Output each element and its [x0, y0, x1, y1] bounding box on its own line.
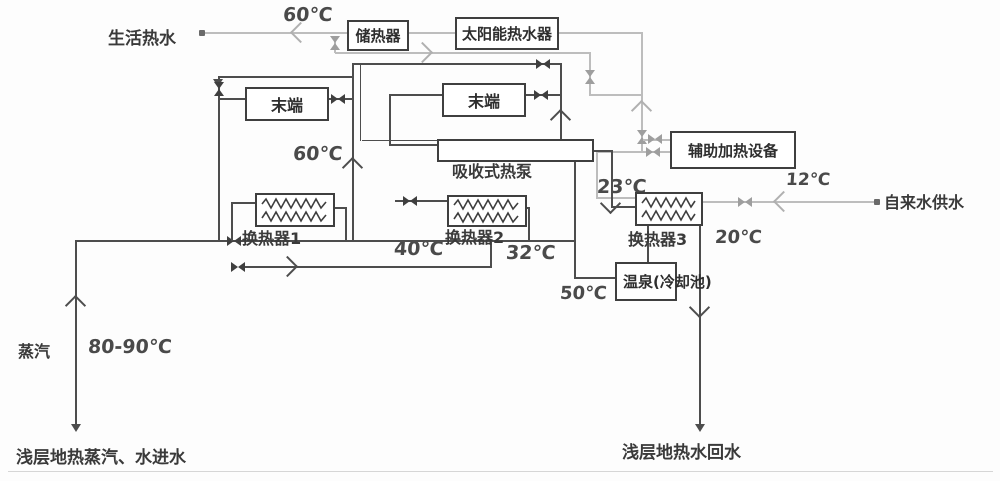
- pipe-hx1-right-link: [331, 207, 347, 209]
- pipe-terminal2-in: [389, 94, 442, 96]
- spring-label: 温泉(冷却池): [623, 273, 712, 291]
- hx1-label: 换热器1: [242, 229, 302, 248]
- storage-tank-label: 储热器: [355, 27, 401, 45]
- pipe-hx2-drop: [528, 207, 530, 241]
- pipe-geo-return: [699, 222, 701, 430]
- terminal2-box: 末端: [442, 83, 526, 117]
- valve-terminal1-out: [331, 94, 345, 104]
- hx2-coil-icon: [453, 198, 519, 224]
- steam-label: 蒸汽: [18, 342, 51, 361]
- pipe-terminal1-top: [218, 76, 354, 78]
- valve-lower-branch: [231, 262, 245, 272]
- temp-12: 12℃: [785, 170, 831, 190]
- valve-storage: [330, 36, 340, 50]
- spring-box: 温泉(冷却池): [615, 262, 712, 301]
- absorption-heat-pump-label: 吸收式热泵: [452, 162, 533, 181]
- aux-heater-box: 辅助加热设备: [670, 131, 796, 169]
- hx2-box: [447, 195, 527, 227]
- pipe-lower-branch: [240, 266, 492, 268]
- storage-tank-box: 储热器: [347, 20, 409, 51]
- valve-aux-upper: [648, 134, 662, 144]
- flow-arrow-up-solar: [630, 99, 653, 122]
- pipe-pump-feed-b: [362, 140, 437, 141]
- hx3-label: 换热器3: [628, 230, 688, 249]
- terminal1-box: 末端: [245, 87, 329, 121]
- pipe-hx3-to-spring: [647, 222, 649, 262]
- hx3-box: [635, 192, 703, 226]
- flow-arrow-up-right-riser: [549, 108, 572, 131]
- pipe-riser-twin: [360, 63, 361, 141]
- solar-heater-box: 太阳能热水器: [455, 17, 559, 50]
- hx1-box: [255, 193, 335, 227]
- flow-tip-down-return: [695, 424, 705, 432]
- pipe-end-tick-tap: [874, 199, 880, 205]
- pipe-geo-supply: [75, 240, 77, 430]
- hx1-coil-icon: [261, 197, 327, 223]
- pipe-hx1-right-drop: [345, 207, 347, 241]
- valve-hx2-in: [403, 196, 417, 206]
- pipe-to-spring: [574, 277, 617, 279]
- pipe-hx3-in: [611, 206, 635, 208]
- absorption-heat-pump-box: [437, 139, 594, 162]
- pipe-solar-out: [555, 32, 641, 34]
- pipe-aux-feed: [596, 151, 670, 153]
- pipe-hx1-left-drop: [231, 202, 233, 241]
- temp-80-90: 80-90℃: [87, 336, 173, 358]
- pipe-storage-loop: [335, 52, 590, 54]
- baseline: [8, 471, 993, 472]
- flow-arrow-right-branch: [276, 255, 299, 278]
- pipe-hx3-left-drop: [611, 150, 613, 207]
- pipe-aux-down: [596, 151, 598, 199]
- pipe-domestic-supply: [203, 32, 347, 34]
- tap-water-label: 自来水供水: [884, 193, 965, 212]
- pipe-pump-feed-a: [389, 144, 437, 146]
- temp-20: 20℃: [714, 227, 763, 248]
- valve-terminal1-left: [214, 82, 224, 96]
- temp-50: 50℃: [559, 283, 608, 304]
- pipe-solar-down: [641, 32, 643, 152]
- pipe-terminal1-in: [218, 98, 245, 100]
- flow-tip-down-steam: [71, 424, 81, 432]
- flow-arrow-up-riser: [341, 156, 364, 179]
- pipe-branch-up: [490, 240, 492, 268]
- valve-terminal2-out: [534, 90, 548, 100]
- flow-arrow-left-tap: [772, 190, 795, 213]
- hx3-coil-icon: [641, 196, 696, 222]
- temp-60-top: 60℃: [282, 4, 334, 26]
- pipe-tap-water: [699, 201, 876, 203]
- flow-arrow-up-steam: [64, 294, 87, 317]
- terminal1-label: 末端: [270, 96, 303, 115]
- pipe-upper-header: [352, 63, 562, 65]
- pipe-terminal2-drop: [389, 94, 391, 146]
- pipe-pump-to-hx3: [590, 150, 613, 152]
- pipe-terminal1-left: [218, 76, 220, 241]
- pipe-geo-header: [75, 240, 575, 242]
- pipe-to-hx3-left: [596, 197, 635, 199]
- pipe-riser-main: [352, 63, 354, 241]
- pipe-pump-down: [574, 158, 576, 279]
- geo-inlet-label: 浅层地热蒸汽、水进水: [16, 448, 186, 468]
- pipe-end-tick-domestic: [199, 30, 205, 36]
- valve-loop: [585, 70, 595, 84]
- flow-arrow-right-storage: [411, 41, 434, 64]
- pipe-hx2-in: [395, 200, 447, 202]
- terminal2-label: 末端: [467, 92, 500, 111]
- domestic-hot-water-label: 生活热水: [108, 29, 176, 49]
- flow-arrow-down-return: [688, 296, 711, 319]
- valve-geo-header: [227, 236, 241, 246]
- valve-upper-header: [536, 59, 550, 69]
- pipe-right-riser: [560, 63, 562, 140]
- pipe-loop-right: [589, 94, 642, 96]
- valve-solar-line: [637, 130, 647, 144]
- geo-return-label: 浅层地热水回水: [622, 443, 741, 463]
- valve-tap-water: [738, 197, 752, 207]
- solar-heater-label: 太阳能热水器: [461, 25, 552, 43]
- pipe-hx1-left-link: [231, 202, 255, 204]
- valve-aux-lower: [646, 147, 660, 157]
- aux-heater-label: 辅助加热设备: [687, 141, 778, 160]
- temp-60-mid: 60℃: [292, 143, 344, 165]
- temp-32: 32℃: [505, 242, 557, 264]
- pipe-storage-to-solar: [405, 32, 463, 34]
- hx2-label: 换热器2: [445, 228, 505, 247]
